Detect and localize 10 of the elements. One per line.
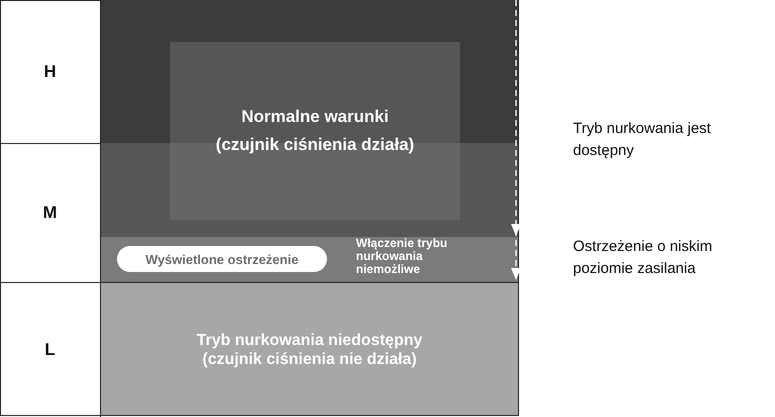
warning-band [100, 237, 519, 282]
band-text: Tryb nurkowania niedostępny (czujnik ciśnienia nie działa) [196, 330, 424, 368]
side-note: Ostrzeżenie o niskim poziomie zasilania [573, 237, 714, 279]
unavailable-band [100, 283, 519, 416]
warning-text: Włączenie trybu nurkowania niemożliwe [356, 237, 448, 276]
state-note: (czujnik ciśnienia działa) [216, 135, 414, 155]
state-title: Normalne warunki [241, 107, 389, 127]
state-box [170, 42, 460, 220]
warning-pill: Wyświetlone ostrzeżenie [117, 246, 327, 272]
side-note: Tryb nurkowania jest dostępny [573, 119, 712, 161]
